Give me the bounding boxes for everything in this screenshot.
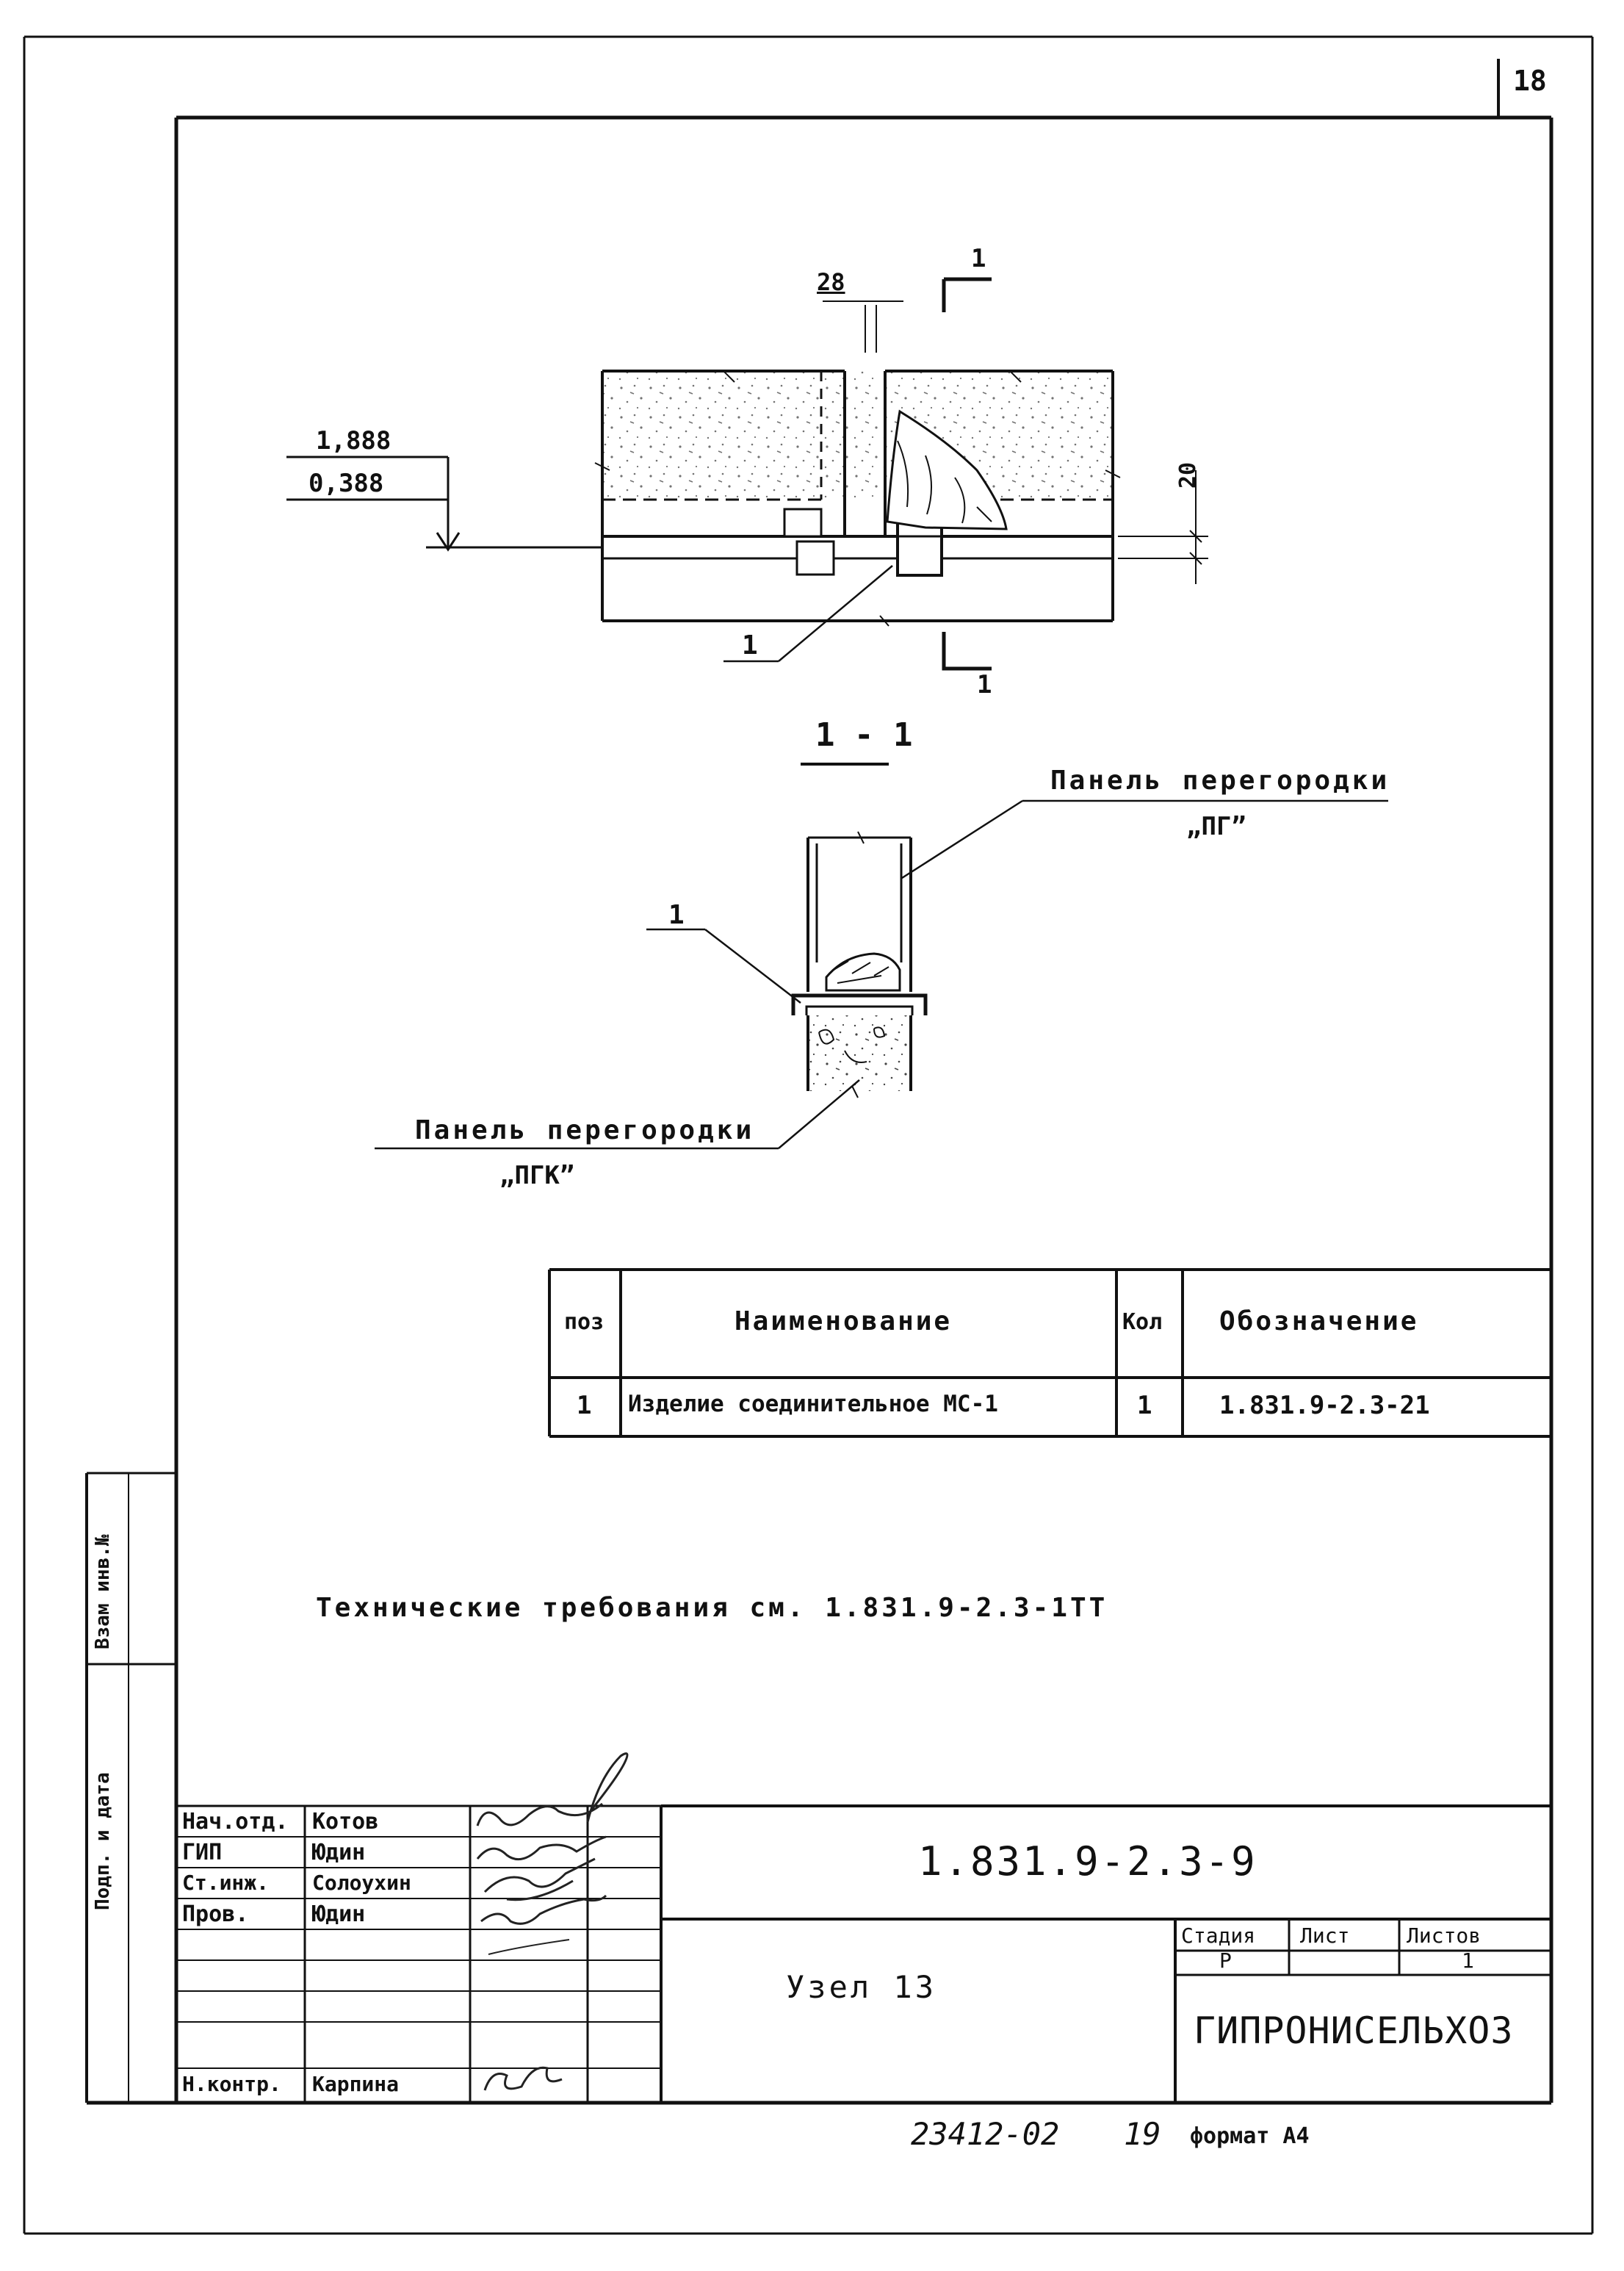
sheets-value: 1 xyxy=(1462,1948,1474,1973)
spec-header-name: Наименование xyxy=(735,1306,953,1336)
signatures xyxy=(476,1752,629,2091)
organization: ГИПРОНИСЕЛЬХОЗ xyxy=(1194,2009,1514,2052)
elevation-top: 1,888 xyxy=(316,426,391,456)
signature-yudin-check xyxy=(480,1894,607,1925)
tb-name-3: Солоухин xyxy=(312,1871,411,1895)
signature-yudin xyxy=(476,1835,607,1861)
tb-name-4: Юдин xyxy=(312,1901,366,1927)
node-name: Узел 13 xyxy=(786,1969,937,2005)
tb-role-7: Н.контр. xyxy=(182,2072,281,2096)
sheet-frame xyxy=(23,35,1594,2235)
stage-value: Р xyxy=(1219,1948,1232,1973)
spec-header-qty: Кол xyxy=(1122,1309,1163,1335)
label-panel-pg-mark: „ПГ” xyxy=(1186,812,1246,841)
plan-callout: 1 xyxy=(742,630,758,661)
document-code: 1.831.9-2.3-9 xyxy=(918,1838,1257,1885)
dim-gap: 28 xyxy=(817,268,845,296)
spec-header-pos: поз xyxy=(564,1309,605,1335)
tech-requirements-note: Технические требования см. 1.831.9-2.3-1… xyxy=(316,1593,1108,1623)
spec-header-designation: Обозначение xyxy=(1219,1306,1419,1336)
tb-role-2: ГИП xyxy=(182,1840,223,1865)
tb-name-2: Юдин xyxy=(312,1840,366,1865)
section-view xyxy=(375,763,1388,1150)
section-title: 1 - 1 xyxy=(815,716,913,754)
label-panel-pgk-mark: „ПГК” xyxy=(499,1161,575,1190)
signature-kotov xyxy=(476,1752,629,1826)
sheets-label: Листов xyxy=(1407,1923,1482,1948)
spec-table-grid xyxy=(548,1268,1551,1438)
tb-name-1: Котов xyxy=(312,1809,379,1835)
spec-row-pos: 1 xyxy=(577,1391,592,1420)
tb-role-4: Пров. xyxy=(182,1901,249,1927)
sheet-label: Лист xyxy=(1300,1923,1350,1948)
elevation-bottom: 0,388 xyxy=(308,469,384,498)
signature-karpina xyxy=(483,2066,563,2091)
footer-page: 19 xyxy=(1124,2116,1161,2152)
archive-number: 23412-02 xyxy=(911,2116,1060,2152)
side-stamp-signature-date: Подп. и дата xyxy=(92,1772,114,1910)
section-mark-bottom: 1 xyxy=(977,670,992,699)
paper-format: формат А4 xyxy=(1190,2123,1310,2149)
spec-row-qty: 1 xyxy=(1137,1391,1152,1420)
plan-view xyxy=(286,277,1208,671)
label-panel-pg: Панель перегородки xyxy=(1050,766,1390,796)
dim-height: 20 xyxy=(1175,461,1201,489)
tb-role-1: Нач.отд. xyxy=(182,1809,289,1835)
side-stamp-replacement: Взам инв.№ xyxy=(92,1534,114,1649)
section-mark-top: 1 xyxy=(971,244,986,273)
label-panel-pgk: Панель перегородки xyxy=(415,1115,755,1145)
tb-role-3: Ст.инж. xyxy=(182,1871,270,1895)
signature-soloukhin xyxy=(483,1857,596,1901)
title-block-grid xyxy=(176,1804,1551,2103)
spec-row-designation: 1.831.9-2.3-21 xyxy=(1219,1391,1430,1420)
tb-name-7: Карпина xyxy=(312,2072,400,2096)
section-callout: 1 xyxy=(668,900,685,930)
signature-line xyxy=(488,1939,570,1955)
spec-row-name: Изделие соединительное МС-1 xyxy=(628,1391,998,1417)
stage-label: Стадия xyxy=(1181,1923,1256,1948)
sheet-number: 18 xyxy=(1513,65,1547,97)
